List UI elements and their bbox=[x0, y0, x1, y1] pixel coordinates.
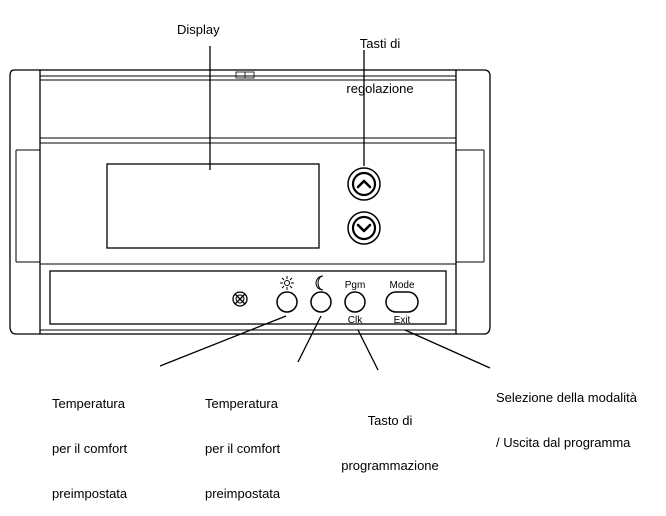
mode-select-line2: / Uscita dal programma bbox=[496, 435, 631, 450]
mode-select-leader bbox=[404, 329, 491, 369]
right-end-cap bbox=[456, 69, 491, 335]
pgm-label: Pgm bbox=[345, 280, 366, 291]
comfort-day-line2: per il comfort bbox=[52, 441, 128, 456]
program-key-callout: Tasto di programmazione bbox=[330, 383, 450, 488]
clk-label: Clk bbox=[348, 315, 363, 326]
mode-select-line1: Selezione della modalità bbox=[496, 390, 637, 405]
thermostat-diagram: Pgm Clk Mode Exit bbox=[9, 46, 491, 371]
comfort-night-leader bbox=[297, 315, 322, 363]
comfort-day-line3: preimpostata bbox=[52, 486, 128, 501]
program-key-line1: Tasto di bbox=[367, 413, 413, 428]
comfort-day-button[interactable] bbox=[276, 291, 298, 313]
chevron-down-icon bbox=[356, 223, 372, 233]
comfort-night-line3: preimpostata bbox=[205, 486, 281, 501]
adjust-keys-line1: Tasti di bbox=[359, 36, 401, 51]
adjust-keys-callout: Tasti di regolazione bbox=[330, 6, 430, 111]
chevron-up-icon bbox=[356, 179, 372, 189]
indicator-lamp-icon bbox=[232, 291, 248, 307]
display-callout: Display bbox=[177, 22, 220, 37]
program-button[interactable] bbox=[344, 291, 366, 313]
left-end-cap bbox=[9, 69, 40, 335]
comfort-day-line1: Temperatura bbox=[52, 396, 125, 411]
mode-label: Mode bbox=[389, 280, 414, 291]
exit-label: Exit bbox=[394, 315, 411, 326]
mode-select-callout: Selezione della modalità / Uscita dal pr… bbox=[496, 360, 637, 465]
comfort-night-line2: per il comfort bbox=[205, 441, 281, 456]
comfort-night-line1: Temperatura bbox=[205, 396, 278, 411]
comfort-night-callout: Temperatura per il comfort preimpostata bbox=[205, 366, 280, 516]
sun-icon bbox=[280, 276, 294, 290]
comfort-night-button[interactable] bbox=[310, 291, 332, 313]
lcd-display bbox=[106, 163, 320, 249]
control-panel bbox=[49, 270, 447, 325]
moon-icon bbox=[315, 275, 324, 291]
program-key-leader bbox=[357, 329, 379, 371]
up-button[interactable] bbox=[347, 167, 381, 201]
program-key-line2: programmazione bbox=[341, 458, 439, 473]
comfort-day-callout: Temperatura per il comfort preimpostata bbox=[52, 366, 127, 516]
down-button[interactable] bbox=[347, 211, 381, 245]
comfort-day-leader bbox=[159, 315, 287, 367]
adjust-keys-line2: regolazione bbox=[346, 81, 414, 96]
mode-button[interactable] bbox=[385, 291, 419, 313]
